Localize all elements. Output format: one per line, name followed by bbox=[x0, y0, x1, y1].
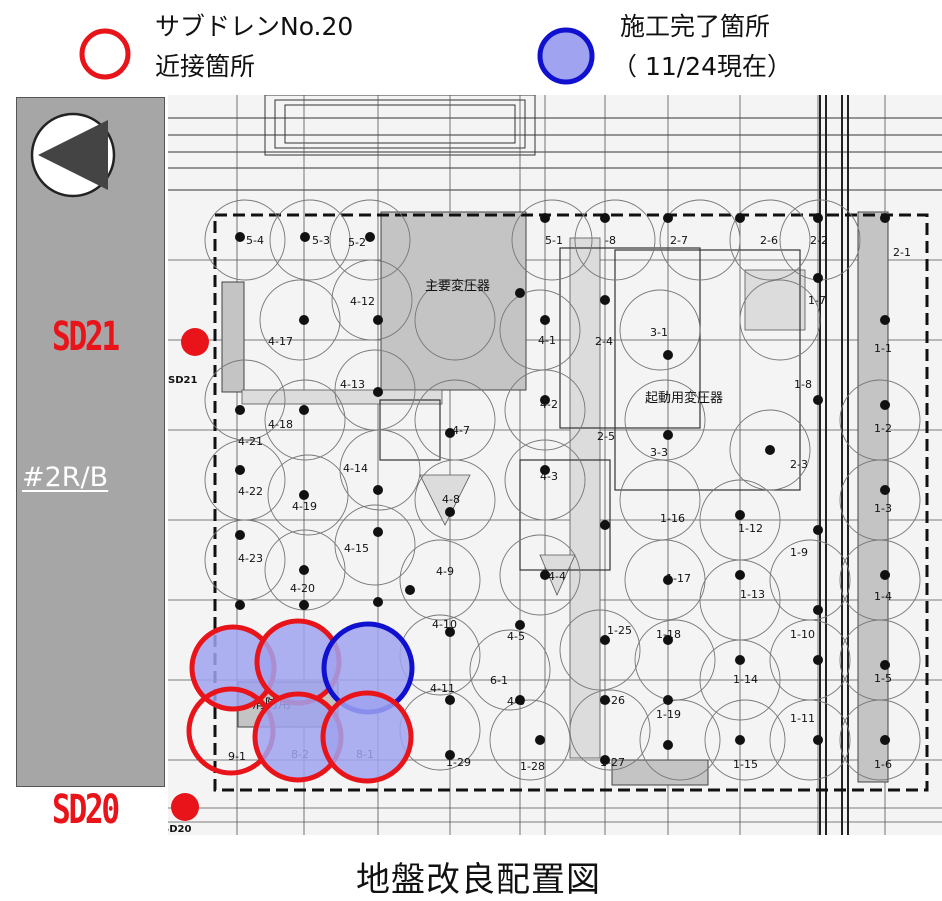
svg-text:5-1: 5-1 bbox=[545, 234, 563, 247]
svg-text:9-1: 9-1 bbox=[228, 750, 246, 763]
sd21-marker-icon bbox=[181, 328, 209, 356]
svg-text:1-10: 1-10 bbox=[790, 628, 815, 641]
svg-text:1-29: 1-29 bbox=[446, 756, 471, 769]
svg-text:4-9: 4-9 bbox=[436, 565, 454, 578]
svg-text:4-6: 4-6 bbox=[507, 695, 525, 708]
sd20-label: SD20 bbox=[52, 787, 120, 833]
svg-text:5-4: 5-4 bbox=[246, 234, 264, 247]
svg-text:4-17: 4-17 bbox=[268, 335, 293, 348]
svg-text:1-14: 1-14 bbox=[733, 673, 758, 686]
svg-text:1-18: 1-18 bbox=[656, 628, 681, 641]
svg-text:2-6: 2-6 bbox=[760, 234, 778, 247]
site-plan-drawing: 5-4 5-3 5-2 5-1 -8 2-7 2-6 2-2 2-1 4-12 4-17 4-1… bbox=[162, 94, 942, 835]
svg-text:4-11: 4-11 bbox=[430, 682, 455, 695]
svg-text:4-12: 4-12 bbox=[350, 295, 375, 308]
svg-text:1-13: 1-13 bbox=[740, 588, 765, 601]
svg-text:4-8: 4-8 bbox=[442, 493, 460, 506]
svg-text:1-6: 1-6 bbox=[874, 758, 892, 771]
legend-blue-label-line2: （ 11/24現在） bbox=[612, 52, 792, 81]
svg-text:1-17: 1-17 bbox=[666, 572, 691, 585]
svg-text:4-14: 4-14 bbox=[343, 462, 368, 475]
svg-text:1-7: 1-7 bbox=[808, 294, 826, 307]
svg-text:4-22: 4-22 bbox=[238, 485, 263, 498]
svg-text:4-13: 4-13 bbox=[340, 378, 365, 391]
svg-text:6-1: 6-1 bbox=[490, 674, 508, 687]
legend-red-label-line1: サブドレンNo.20 bbox=[155, 12, 354, 41]
svg-text:1-9: 1-9 bbox=[790, 546, 808, 559]
svg-text:1-26: 1-26 bbox=[600, 694, 625, 707]
svg-text:2-4: 2-4 bbox=[595, 335, 613, 348]
svg-text:1-3: 1-3 bbox=[874, 502, 892, 515]
svg-text:SD20: SD20 bbox=[168, 824, 191, 835]
svg-text:2-3: 2-3 bbox=[790, 458, 808, 471]
svg-text:4-7: 4-7 bbox=[452, 424, 470, 437]
diagram-caption: 地盤改良配置図 bbox=[356, 860, 601, 900]
svg-text:1-15: 1-15 bbox=[733, 758, 758, 771]
svg-text:1-8: 1-8 bbox=[794, 378, 812, 391]
svg-text:SD21: SD21 bbox=[168, 375, 197, 386]
north-arrow-icon bbox=[30, 112, 116, 198]
svg-text:4-19: 4-19 bbox=[292, 500, 317, 513]
svg-text:1-28: 1-28 bbox=[520, 760, 545, 773]
svg-text:2-2: 2-2 bbox=[810, 234, 828, 247]
svg-text:4-4: 4-4 bbox=[548, 570, 566, 583]
svg-text:5-2: 5-2 bbox=[348, 236, 366, 249]
svg-text:4-18: 4-18 bbox=[268, 418, 293, 431]
svg-text:4-20: 4-20 bbox=[290, 582, 315, 595]
site-plan-linework: 5-4 5-3 5-2 5-1 -8 2-7 2-6 2-2 2-1 4-12 4-17 4-1… bbox=[162, 94, 942, 835]
legend-blue-circle-icon bbox=[537, 27, 595, 85]
svg-text:1-2: 1-2 bbox=[874, 422, 892, 435]
svg-text:1-11: 1-11 bbox=[790, 712, 815, 725]
building-label: #2R/B bbox=[22, 462, 109, 493]
svg-text:2-5: 2-5 bbox=[597, 430, 615, 443]
legend-red-circle-icon bbox=[79, 28, 131, 80]
legend-red-label-line2: 近接箇所 bbox=[155, 52, 256, 81]
svg-text:4-23: 4-23 bbox=[238, 552, 263, 565]
svg-text:-8: -8 bbox=[605, 234, 616, 247]
svg-text:1-25: 1-25 bbox=[607, 624, 632, 637]
svg-text:1-19: 1-19 bbox=[656, 708, 681, 721]
sd21-label: SD21 bbox=[52, 314, 120, 360]
svg-text:4-15: 4-15 bbox=[344, 542, 369, 555]
svg-text:4-10: 4-10 bbox=[432, 618, 457, 631]
svg-text:4-1: 4-1 bbox=[538, 334, 556, 347]
svg-text:2-1: 2-1 bbox=[893, 246, 911, 259]
svg-text:1-16: 1-16 bbox=[660, 512, 685, 525]
startup-transformer-label: 起動用変圧器 bbox=[645, 390, 723, 406]
main-transformer-label: 主要変圧器 bbox=[425, 278, 490, 294]
completed-area-circle bbox=[320, 690, 414, 784]
svg-text:3-1: 3-1 bbox=[650, 326, 668, 339]
svg-text:3-3: 3-3 bbox=[650, 446, 668, 459]
svg-text:1-12: 1-12 bbox=[738, 522, 763, 535]
svg-text:1-5: 1-5 bbox=[874, 672, 892, 685]
svg-text:1-27: 1-27 bbox=[600, 756, 625, 769]
svg-text:5-3: 5-3 bbox=[312, 234, 330, 247]
svg-text:2-7: 2-7 bbox=[670, 234, 688, 247]
sd20-marker-icon bbox=[171, 793, 199, 821]
svg-text:1-4: 1-4 bbox=[874, 590, 892, 603]
svg-text:1-1: 1-1 bbox=[874, 342, 892, 355]
svg-text:4-3: 4-3 bbox=[540, 470, 558, 483]
svg-text:4-21: 4-21 bbox=[238, 435, 263, 448]
legend-blue-label-line1: 施工完了箇所 bbox=[620, 12, 771, 41]
svg-text:4-5: 4-5 bbox=[507, 630, 525, 643]
svg-text:4-2: 4-2 bbox=[540, 398, 558, 411]
reactor-building-block bbox=[16, 97, 165, 787]
